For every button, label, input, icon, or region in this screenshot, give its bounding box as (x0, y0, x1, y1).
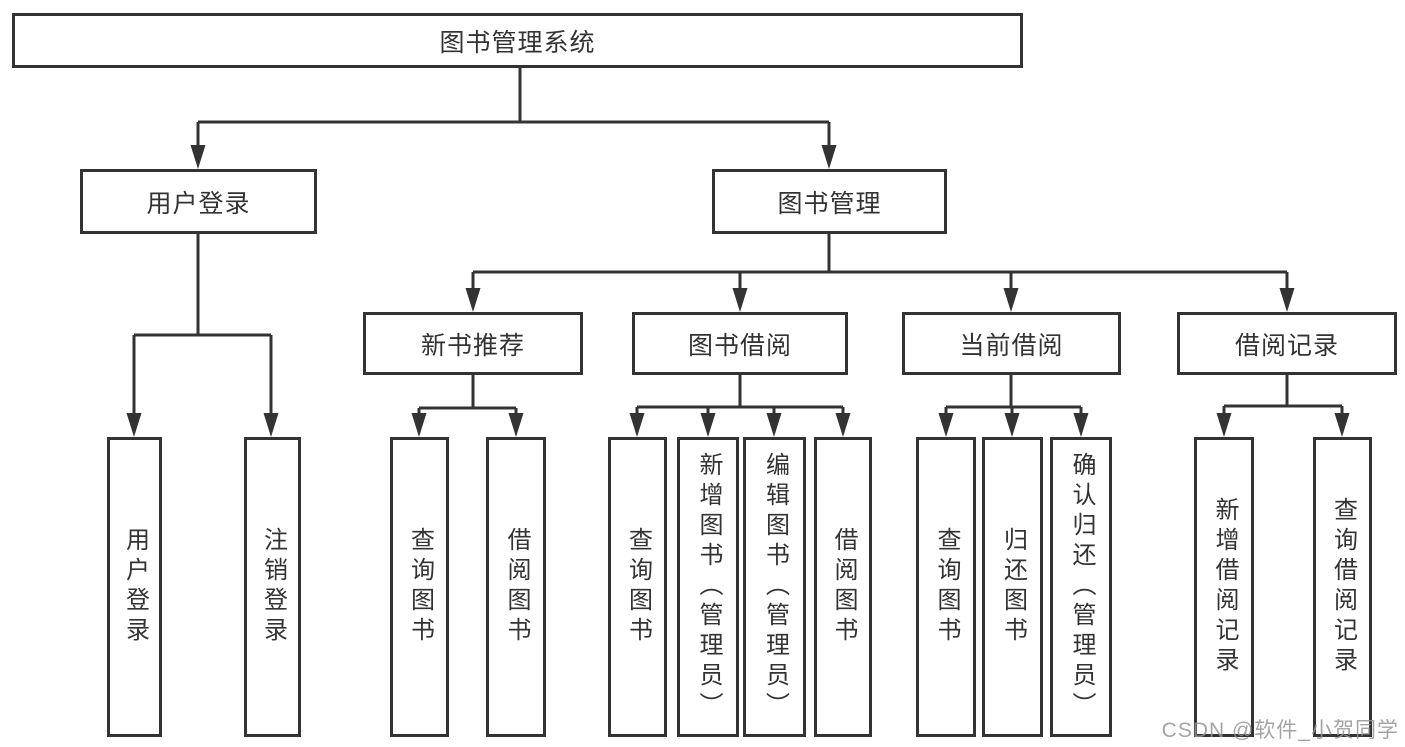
node-label: 当前借阅 (959, 331, 1064, 360)
arrowhead-icon (1216, 413, 1232, 437)
leaf-logout: 注销登录 (244, 437, 301, 737)
leaf-recommend-borrow-books: 借阅图书 (486, 437, 546, 737)
leaf-user-login: 用户登录 (107, 437, 162, 737)
arrowhead-icon (263, 413, 279, 437)
node-book-borrow: 图书借阅 (632, 312, 848, 375)
leaf-borrow-edit-books-admin: 编辑图书（管理员） (743, 437, 806, 737)
arrowhead-icon (835, 413, 851, 437)
connector-root-to-level2 (196, 68, 831, 145)
node-new-book-recommend: 新书推荐 (363, 312, 583, 375)
leaf-label: 注销登录 (259, 527, 287, 647)
node-borrow-records: 借阅记录 (1177, 312, 1397, 375)
node-label: 借阅记录 (1234, 331, 1339, 360)
leaf-label: 编辑图书（管理员） (761, 452, 789, 722)
connector-recommend-to-leaves (417, 375, 518, 413)
arrowhead-icon (465, 288, 481, 312)
arrowhead-icon (1279, 288, 1295, 312)
leaf-label: 借阅图书 (503, 527, 530, 647)
leaf-borrow-borrow-books: 借阅图书 (814, 437, 872, 737)
connector-user-login-to-leaves (132, 234, 273, 413)
node-label: 图书借阅 (687, 331, 792, 360)
leaf-label: 查询图书 (624, 527, 652, 647)
leaf-current-confirm-return-admin: 确认归还（管理员） (1050, 437, 1112, 737)
leaf-label: 归还图书 (999, 527, 1027, 647)
arrowhead-icon (1003, 288, 1019, 312)
leaf-records-add-record: 新增借阅记录 (1194, 437, 1254, 737)
arrowhead-icon (1073, 413, 1089, 437)
connector-current-to-leaves (944, 375, 1083, 413)
node-root: 图书管理系统 (12, 13, 1023, 68)
leaf-current-return-books: 归还图书 (982, 437, 1043, 737)
arrowhead-icon (821, 145, 837, 169)
node-user-login: 用户登录 (80, 169, 317, 234)
arrowhead-icon (411, 413, 427, 437)
node-label: 图书管理系统 (439, 28, 596, 57)
leaf-label: 新增借阅记录 (1211, 497, 1238, 677)
connector-book-management-to-level3 (471, 234, 1289, 288)
arrowhead-icon (1004, 413, 1020, 437)
arrowhead-icon (126, 413, 142, 437)
node-book-management: 图书管理 (712, 169, 947, 234)
leaf-label: 新增图书（管理员） (695, 452, 722, 722)
arrowhead-icon (508, 413, 524, 437)
leaf-label: 借阅图书 (830, 527, 857, 647)
node-current-borrow: 当前借阅 (902, 312, 1121, 375)
leaf-label: 查询图书 (406, 527, 434, 647)
node-label: 新书推荐 (420, 331, 525, 360)
leaf-recommend-query-books: 查询图书 (390, 437, 449, 737)
arrowhead-icon (629, 413, 645, 437)
leaf-label: 用户登录 (121, 527, 149, 647)
arrowhead-icon (732, 288, 748, 312)
arrowhead-icon (700, 413, 716, 437)
arrowhead-icon (766, 413, 782, 437)
leaf-borrow-query-books: 查询图书 (608, 437, 667, 737)
leaf-label: 确认归还（管理员） (1068, 452, 1095, 722)
leaf-borrow-add-books-admin: 新增图书（管理员） (677, 437, 739, 737)
arrowhead-icon (190, 145, 206, 169)
node-label: 图书管理 (777, 189, 882, 218)
csdn-watermark: CSDN @软件_小贺同学 (1161, 719, 1399, 742)
connector-records-to-leaves (1222, 375, 1344, 413)
connector-borrow-to-leaves (635, 375, 845, 413)
leaf-label: 查询图书 (933, 527, 960, 647)
leaf-label: 查询借阅记录 (1329, 497, 1357, 677)
arrowhead-icon (938, 413, 954, 437)
arrowhead-icon (1334, 413, 1350, 437)
node-label: 用户登录 (146, 189, 251, 218)
leaf-records-query-record: 查询借阅记录 (1313, 437, 1372, 737)
leaf-current-query-books: 查询图书 (916, 437, 976, 737)
